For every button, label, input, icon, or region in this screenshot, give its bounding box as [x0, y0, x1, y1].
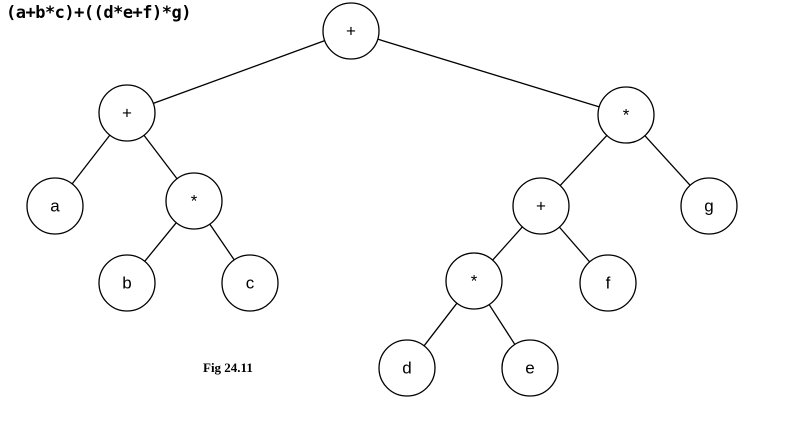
node-label: * — [471, 272, 478, 291]
node-label: + — [346, 22, 356, 41]
node-label: * — [623, 106, 630, 125]
edge-mulbc-b — [144, 222, 177, 262]
node-circle — [26, 177, 84, 235]
node-label: + — [122, 104, 132, 123]
node-circle — [512, 177, 570, 235]
edge-mul1-plus2 — [559, 135, 608, 186]
node-label: c — [246, 274, 255, 293]
edge-mul1-g — [644, 135, 691, 186]
edge-mulbc-c — [209, 223, 235, 261]
tree-node-root: + — [322, 2, 380, 60]
tree-node-plus1: + — [98, 84, 156, 142]
tree-node-a: a — [26, 177, 84, 235]
node-label: b — [122, 274, 131, 293]
tree-node-plus2: + — [512, 177, 570, 235]
node-circle — [597, 86, 655, 144]
tree-node-f: f — [579, 254, 637, 312]
tree-node-mulde: * — [445, 252, 503, 310]
node-circle — [579, 254, 637, 312]
node-circle — [378, 339, 436, 397]
node-circle — [322, 2, 380, 60]
edge-root-plus1 — [153, 40, 325, 104]
node-label: a — [50, 197, 60, 216]
node-circle — [98, 254, 156, 312]
node-label: f — [606, 274, 611, 293]
edge-mulde-d — [423, 302, 458, 347]
node-circle — [165, 172, 223, 230]
node-circle — [501, 339, 559, 397]
node-label: e — [525, 359, 534, 378]
node-circle — [221, 254, 279, 312]
tree-node-mulbc: * — [165, 172, 223, 230]
edge-plus2-f — [558, 226, 591, 263]
edge-plus1-mulbc — [143, 134, 178, 180]
edge-mulde-e — [488, 304, 516, 345]
node-label: * — [191, 192, 198, 211]
node-label: g — [704, 197, 713, 216]
figure-caption: Fig 24.11 — [203, 360, 253, 375]
tree-node-b: b — [98, 254, 156, 312]
tree-node-e: e — [501, 339, 559, 397]
edge-plus2-mulde — [492, 226, 523, 261]
tree-node-c: c — [221, 254, 279, 312]
node-circle — [680, 177, 738, 235]
node-label: d — [402, 359, 411, 378]
node-circle — [98, 84, 156, 142]
node-circle — [445, 252, 503, 310]
tree-node-d: d — [378, 339, 436, 397]
expression-text: (a+b*c)+((d*e+f)*g) — [6, 3, 191, 23]
edge-root-mul1 — [377, 38, 600, 108]
tree-node-g: g — [680, 177, 738, 235]
node-label: + — [536, 197, 546, 216]
edge-plus1-a — [71, 134, 111, 185]
tree-node-mul1: * — [597, 86, 655, 144]
